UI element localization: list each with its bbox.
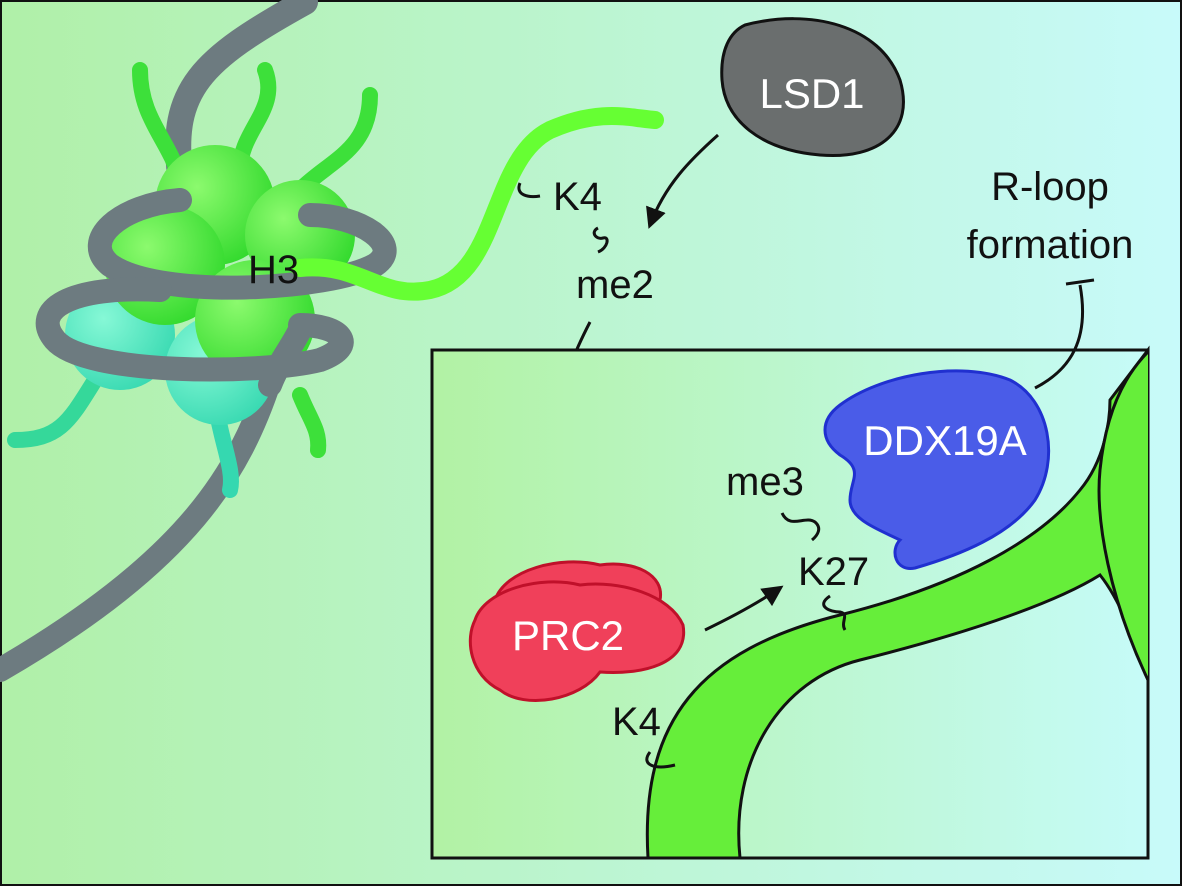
- chromatin-fiber-end: [1097, 350, 1150, 681]
- k4-bottom-tick: [645, 751, 676, 769]
- me3-label: me3: [726, 460, 804, 504]
- dna-wrap: [35, 188, 397, 397]
- h3-label: H3: [248, 248, 299, 292]
- me2-link-squiggle: [592, 226, 609, 254]
- prc2-methylation-arrow: [704, 585, 784, 632]
- ddx19a-protein: DDX19A: [823, 369, 1051, 570]
- k4-top-tick: [517, 182, 541, 199]
- k27-label: K27: [798, 550, 869, 594]
- prc2-complex: PRC2: [468, 560, 686, 702]
- k27-tick: [822, 594, 847, 631]
- lsd1-label: LSD1: [759, 70, 864, 117]
- lsd1-demethylation-arrow: [646, 133, 719, 229]
- h3-tail: [291, 107, 664, 301]
- k4-top-label: K4: [553, 175, 602, 219]
- ddx19a-inhibits-rloop: [1034, 284, 1085, 390]
- r-loop-label-line2: formation: [967, 223, 1134, 267]
- k4-bottom-label: K4: [612, 700, 661, 744]
- r-loop-label-line1: R-loop: [991, 165, 1109, 209]
- inhibition-bar: [1065, 278, 1095, 286]
- me3-link-squiggle: [780, 512, 821, 542]
- prc2-label: PRC2: [512, 612, 624, 659]
- ddx19a-label: DDX19A: [863, 417, 1026, 464]
- dna-strand: [0, 0, 318, 682]
- me2-label: me2: [576, 263, 654, 307]
- lsd1-protein: LSD1: [720, 17, 905, 158]
